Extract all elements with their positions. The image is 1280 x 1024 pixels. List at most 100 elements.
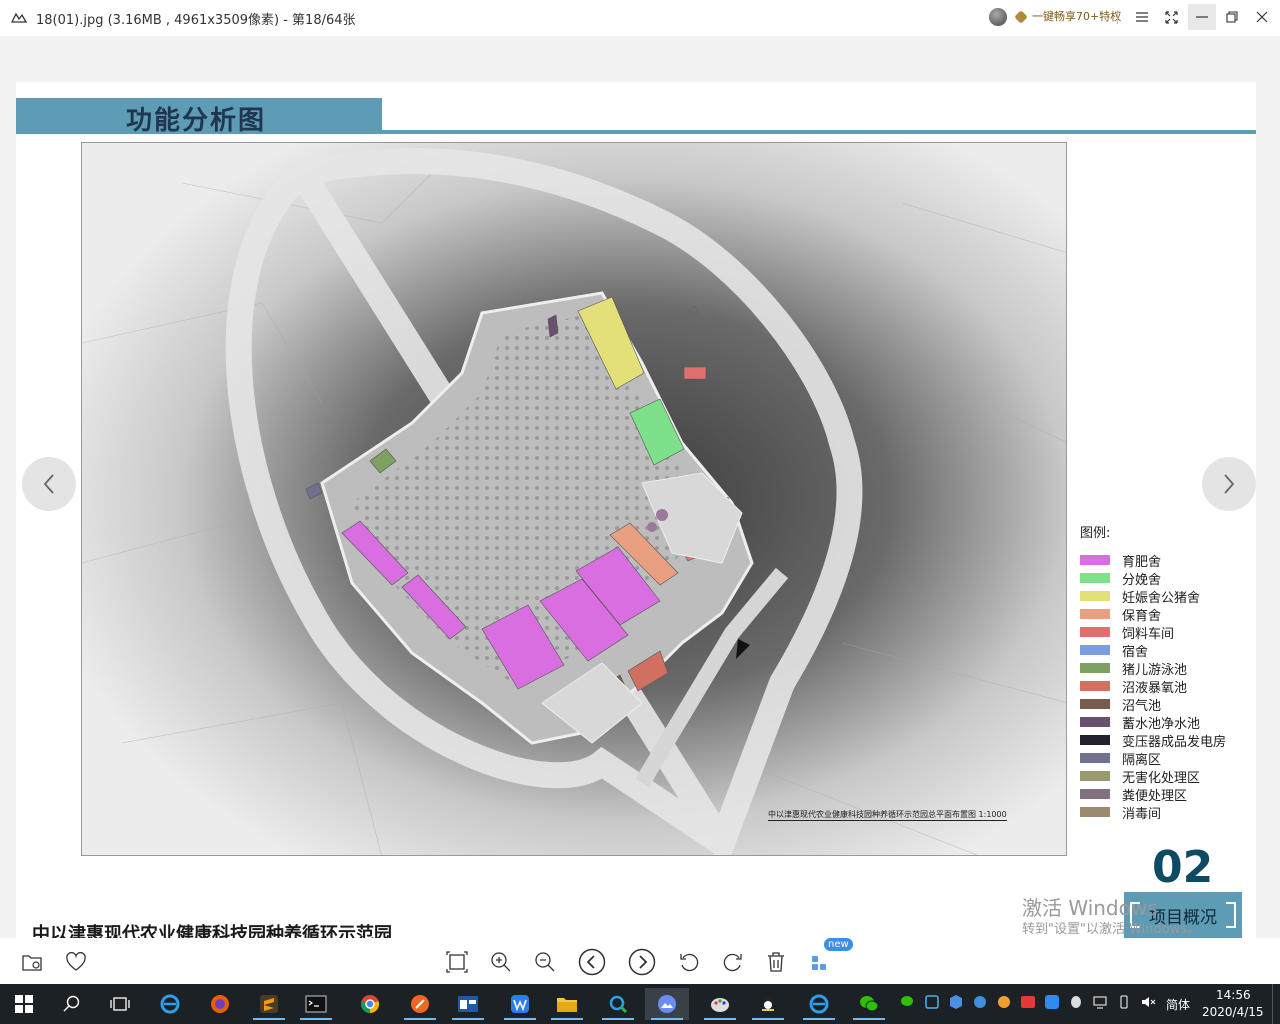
- firefox-taskbar-icon[interactable]: [198, 988, 242, 1020]
- fullscreen-icon[interactable]: [1157, 4, 1185, 30]
- paint-taskbar-icon[interactable]: [698, 988, 742, 1020]
- sync-tray-icon[interactable]: [924, 994, 940, 1010]
- legend-item: 消毒间: [1080, 803, 1250, 822]
- section-label: 项目概况: [1124, 892, 1242, 938]
- viewer-toolbar: [0, 938, 1280, 984]
- minimize-icon[interactable]: [1188, 4, 1216, 30]
- legend-label: 蓄水池净水池: [1122, 716, 1201, 732]
- legend-swatch: [1080, 663, 1110, 673]
- maximize-icon[interactable]: [1218, 4, 1246, 30]
- bluetooth-app-tray-icon[interactable]: [1044, 994, 1060, 1010]
- network-app-tray-icon[interactable]: [972, 994, 988, 1010]
- ime-indicator[interactable]: 简体: [1166, 998, 1191, 1012]
- legend: 图例: 育肥舍分娩舍妊娠舍公猪舍保育舍饲料车间宿舍猪儿游泳池沼液暴氧池沼气池蓄水…: [1080, 522, 1250, 822]
- legend-item: 分娩舍: [1080, 569, 1250, 588]
- file-explorer-taskbar-icon[interactable]: [545, 988, 589, 1020]
- search-app-taskbar-icon[interactable]: [596, 988, 640, 1020]
- new-badge: new: [824, 938, 853, 951]
- legend-swatch: [1080, 699, 1110, 709]
- legend-label: 沼液暴氧池: [1122, 680, 1188, 696]
- qq-taskbar-icon[interactable]: [746, 988, 790, 1020]
- legend-label: 育肥舍: [1122, 554, 1162, 570]
- next-image-button[interactable]: [1202, 457, 1256, 511]
- legend-swatch: [1080, 609, 1110, 619]
- legend-title: 图例:: [1080, 526, 1111, 541]
- legend-swatch: [1080, 627, 1110, 637]
- legend-item: 隔离区: [1080, 749, 1250, 768]
- legend-item: 宿舍: [1080, 641, 1250, 660]
- volume-muted-icon[interactable]: [1140, 994, 1156, 1010]
- wechat-tray-icon[interactable]: [900, 994, 916, 1010]
- windows-taskbar: 简体 14:56 2020/4/15: [0, 984, 1280, 1024]
- edge-ie-taskbar-icon[interactable]: [797, 988, 841, 1020]
- activate-windows-subtitle: 转到"设置"以激活 Windows。: [1022, 922, 1201, 937]
- previous-icon[interactable]: [578, 948, 606, 976]
- legend-item: 猪儿游泳池: [1080, 659, 1250, 678]
- clock-time[interactable]: 14:56: [1216, 988, 1251, 1002]
- wps-taskbar-icon[interactable]: [498, 988, 542, 1020]
- legend-item: 饲料车间: [1080, 623, 1250, 642]
- page-number: 02: [1152, 842, 1214, 893]
- close-icon[interactable]: [1248, 4, 1276, 30]
- legend-list: 育肥舍分娩舍妊娠舍公猪舍保育舍饲料车间宿舍猪儿游泳池沼液暴氧池沼气池蓄水池净水池…: [1080, 551, 1250, 822]
- project-name: 中以津惠现代农业健康科技园种养循环示范园: [32, 924, 392, 938]
- cube-tray-icon[interactable]: [948, 994, 964, 1010]
- page-title: 功能分析图: [126, 106, 267, 136]
- window-title: 18(01).jpg (3.16MB , 4961x3509像素) - 第18/…: [36, 13, 356, 28]
- legend-item: 沼液暴氧池: [1080, 677, 1250, 696]
- start-button[interactable]: [2, 988, 46, 1020]
- legend-label: 保育舍: [1122, 608, 1162, 624]
- zoom-out-icon[interactable]: [531, 948, 559, 976]
- chrome-taskbar-icon[interactable]: [348, 988, 392, 1020]
- legend-item: 蓄水池净水池: [1080, 713, 1250, 732]
- promo-button[interactable]: 一键畅享70+特权: [1012, 8, 1125, 26]
- image-viewer-taskbar-icon[interactable]: [645, 988, 689, 1020]
- favorite-heart-icon[interactable]: [62, 948, 90, 976]
- open-folder-icon[interactable]: [18, 948, 46, 976]
- sublime-taskbar-icon[interactable]: [247, 988, 291, 1020]
- search-icon[interactable]: [50, 988, 94, 1020]
- activate-windows-title: 激活 Windows: [1022, 896, 1158, 920]
- menu-icon[interactable]: [1128, 4, 1156, 30]
- clock-date[interactable]: 2020/4/15: [1202, 1005, 1264, 1019]
- terminal-taskbar-icon[interactable]: [294, 988, 338, 1020]
- fit-window-icon[interactable]: [443, 948, 471, 976]
- rotate-left-icon[interactable]: [675, 948, 703, 976]
- task-view-icon[interactable]: [98, 988, 142, 1020]
- site-plan-drawing: [82, 143, 1066, 855]
- display-tray-icon[interactable]: [1092, 994, 1108, 1010]
- window-app-taskbar-icon[interactable]: [446, 988, 490, 1020]
- legend-label: 沼气池: [1122, 698, 1162, 714]
- gear-tray-icon[interactable]: [996, 994, 1012, 1010]
- zoom-in-icon[interactable]: [487, 948, 515, 976]
- legend-item: 沼气池: [1080, 695, 1250, 714]
- delete-trash-icon[interactable]: [762, 948, 790, 976]
- rotate-right-icon[interactable]: [719, 948, 747, 976]
- legend-label: 猪儿游泳池: [1122, 662, 1188, 678]
- red-app-tray-icon[interactable]: [1020, 994, 1036, 1010]
- header-line: [382, 130, 1256, 134]
- legend-swatch: [1080, 771, 1110, 781]
- ie-taskbar-icon[interactable]: [148, 988, 192, 1020]
- apps-grid-icon[interactable]: [806, 948, 834, 976]
- legend-item: 保育舍: [1080, 605, 1250, 624]
- legend-label: 宿舍: [1122, 644, 1149, 660]
- legend-swatch: [1080, 735, 1110, 745]
- show-desktop-button[interactable]: [1272, 984, 1273, 1024]
- next-icon[interactable]: [628, 948, 656, 976]
- legend-label: 妊娠舍公猪舍: [1122, 590, 1201, 606]
- legend-label: 饲料车间: [1122, 626, 1175, 642]
- slide-image: 功能分析图: [16, 82, 1256, 938]
- wechat-taskbar-icon[interactable]: [847, 988, 891, 1020]
- windows-logo-icon: [15, 995, 33, 1013]
- legend-label: 分娩舍: [1122, 572, 1162, 588]
- pencil-app-taskbar-icon[interactable]: [398, 988, 442, 1020]
- legend-item: 粪便处理区: [1080, 785, 1250, 804]
- legend-swatch: [1080, 753, 1110, 763]
- title-bar: 18(01).jpg (3.16MB , 4961x3509像素) - 第18/…: [0, 0, 1280, 36]
- qq-tray-icon[interactable]: [1068, 994, 1084, 1010]
- legend-swatch: [1080, 789, 1110, 799]
- previous-image-button[interactable]: [22, 457, 76, 511]
- user-avatar[interactable]: [989, 8, 1007, 26]
- usb-tray-icon[interactable]: [1116, 994, 1132, 1010]
